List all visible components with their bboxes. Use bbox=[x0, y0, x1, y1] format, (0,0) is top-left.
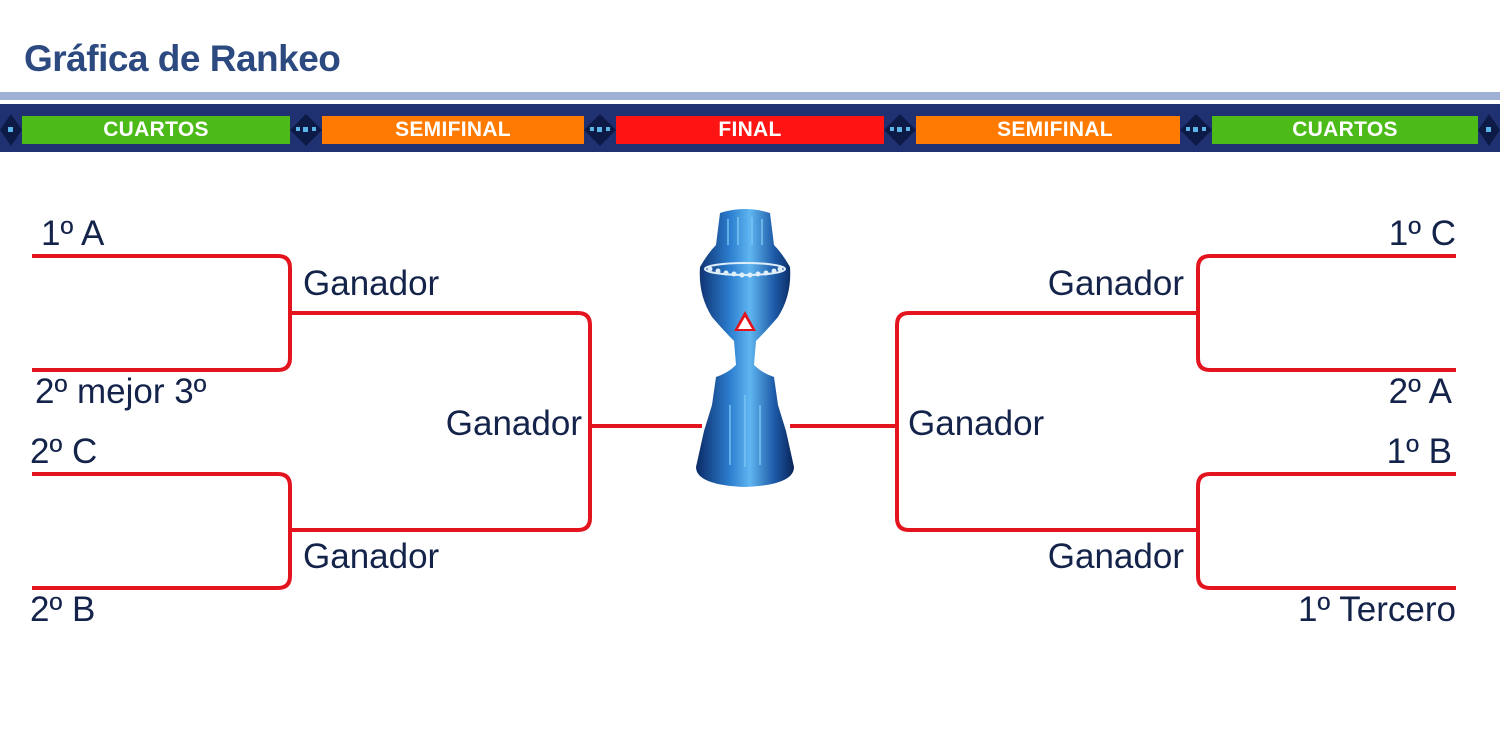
stage-label-cuartos-right: CUARTOS bbox=[1292, 118, 1398, 141]
left-quarter-1-winner: Ganador bbox=[303, 264, 440, 303]
stage-color-semifinal-left bbox=[322, 116, 584, 144]
left-quarter-1-out bbox=[290, 311, 592, 326]
right-seed-2: 2º A bbox=[1388, 372, 1452, 411]
right-quarter-2-winner: Ganador bbox=[1047, 537, 1184, 576]
right-quarter-1-bracket bbox=[1196, 254, 1456, 372]
right-semi-winner: Ganador bbox=[908, 404, 1045, 443]
stage-banner bbox=[0, 104, 1500, 152]
stage-label-cuartos-left: CUARTOS bbox=[103, 118, 209, 141]
left-quarter-1-bracket bbox=[32, 254, 292, 372]
right-seed-1: 1º C bbox=[1388, 214, 1456, 253]
stage-color-cuartos-left bbox=[22, 116, 290, 144]
right-quarter-1-out bbox=[895, 311, 1198, 326]
stage-separator-dots bbox=[8, 127, 1491, 132]
left-seed-1: 1º A bbox=[41, 214, 105, 253]
left-quarter-2-bracket bbox=[32, 472, 292, 590]
right-seed-3: 1º B bbox=[1386, 432, 1452, 471]
title-divider bbox=[0, 92, 1500, 100]
right-quarter-2-out bbox=[895, 517, 1198, 532]
left-quarter-2-out bbox=[290, 517, 592, 532]
stage-label-semifinal-right: SEMIFINAL bbox=[997, 118, 1113, 141]
left-semi-winner: Ganador bbox=[445, 404, 582, 443]
right-seed-4: 1º Tercero bbox=[1297, 590, 1456, 629]
stage-color-final bbox=[616, 116, 884, 144]
left-seed-4: 2º B bbox=[30, 590, 96, 629]
stage-color-cuartos-right bbox=[1212, 116, 1478, 144]
left-seed-2: 2º mejor 3º bbox=[35, 372, 207, 411]
left-quarter-2-winner: Ganador bbox=[303, 537, 440, 576]
left-seed-3: 2º C bbox=[30, 432, 98, 471]
stage-label-final: FINAL bbox=[718, 118, 782, 141]
page-title: Gráfica de Rankeo bbox=[24, 38, 341, 79]
right-quarter-1-winner: Ganador bbox=[1047, 264, 1184, 303]
right-quarter-2-bracket bbox=[1196, 472, 1456, 590]
stage-label-semifinal-left: SEMIFINAL bbox=[395, 118, 511, 141]
stage-banner-graphic bbox=[0, 114, 1500, 146]
stage-color-semifinal-right bbox=[916, 116, 1180, 144]
trophy-icon bbox=[696, 209, 794, 487]
